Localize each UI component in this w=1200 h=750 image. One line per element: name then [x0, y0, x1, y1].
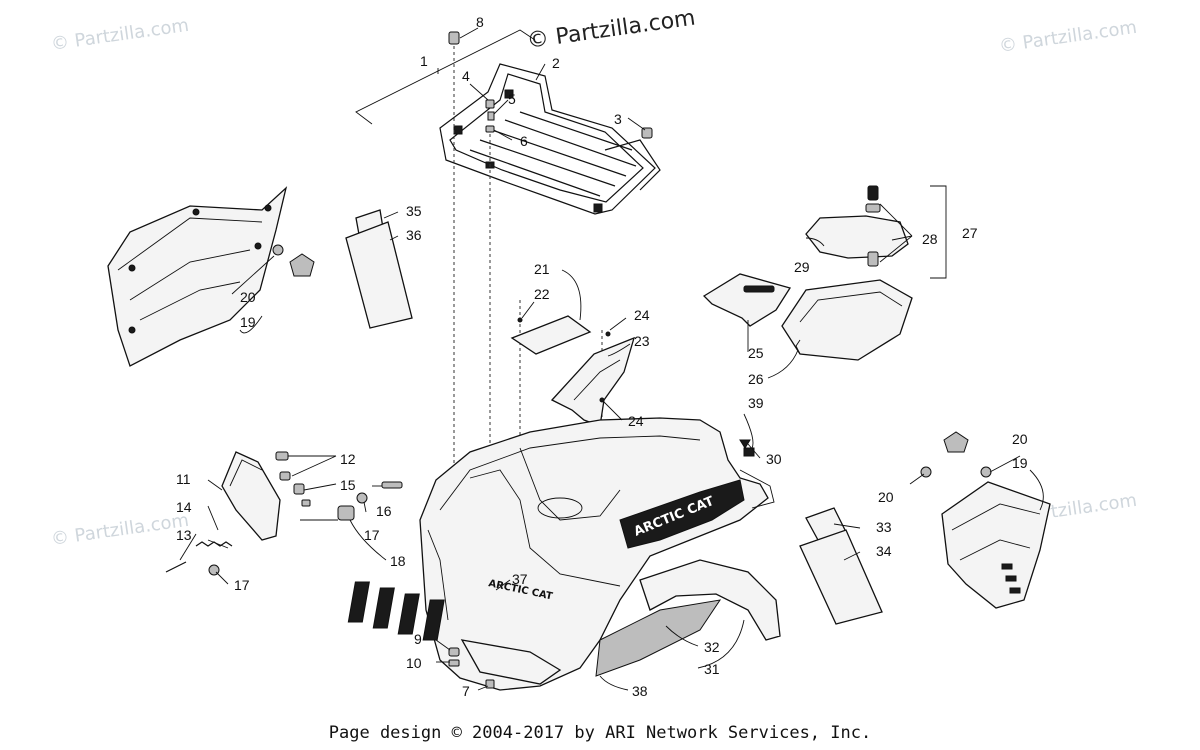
bracket-23 — [550, 331, 636, 427]
callout-37: 37 — [512, 571, 528, 587]
assembly-bracket-1 — [355, 29, 536, 125]
callout-6: 6 — [520, 133, 528, 149]
nut-right — [943, 431, 969, 453]
watermark-main: © Partzilla.com — [525, 6, 697, 54]
callout-31: 31 — [704, 661, 720, 677]
callout-27: 27 — [962, 225, 978, 241]
callout-7: 7 — [462, 683, 470, 699]
left-side-panel — [107, 186, 315, 367]
callout-30: 30 — [766, 451, 782, 467]
callout-15: 15 — [340, 477, 356, 493]
callout-33: 33 — [876, 519, 892, 535]
callout-14: 14 — [176, 499, 192, 515]
callout-18: 18 — [390, 553, 406, 569]
callout-3: 3 — [614, 111, 622, 127]
washer-10 — [448, 659, 460, 667]
nut-9 — [448, 647, 460, 657]
watermark-top-left: © Partzilla.com — [50, 15, 190, 55]
front-grille — [347, 581, 445, 641]
callout-17b: 17 — [234, 577, 250, 593]
rack-hardware — [448, 31, 653, 139]
callout-21: 21 — [534, 261, 550, 277]
callout-9: 9 — [414, 631, 422, 647]
decal-33-34 — [799, 507, 883, 625]
callout-17a: 17 — [364, 527, 380, 543]
clip-39 — [743, 447, 755, 457]
callout-28: 28 — [922, 231, 938, 247]
callout-labels: 8 1 2 4 5 3 6 35 36 21 22 24 23 24 27 28… — [176, 14, 1028, 699]
storage-box-26 — [781, 279, 913, 361]
latch-assembly — [805, 185, 947, 279]
callout-22: 22 — [534, 286, 550, 302]
screw-12a — [275, 451, 289, 461]
bushing-5 — [487, 111, 495, 121]
right-side-panel — [920, 431, 1051, 609]
washer-4 — [485, 99, 495, 109]
callout-4: 4 — [462, 68, 470, 84]
cover-plate-21 — [510, 315, 592, 355]
nut-15 — [293, 483, 305, 495]
callout-12: 12 — [340, 451, 356, 467]
front-rack — [439, 63, 661, 215]
callout-38: 38 — [632, 683, 648, 699]
page-footer: Page design © 2004-2017 by ARI Network S… — [329, 723, 871, 743]
callout-19-right: 19 — [1012, 455, 1028, 471]
callout-20-left: 20 — [240, 289, 256, 305]
grommet-right-20 — [980, 466, 992, 478]
grommet-left-20 — [272, 244, 284, 256]
lower-decal — [595, 599, 722, 677]
callout-11: 11 — [176, 471, 191, 487]
callout-26: 26 — [748, 371, 764, 387]
callout-34: 34 — [876, 543, 892, 559]
right-fender-arch — [639, 559, 781, 641]
side-decal — [619, 479, 745, 549]
washer-6 — [485, 125, 495, 133]
pin-13 — [165, 561, 187, 573]
cap-screw-8 — [448, 31, 460, 45]
callout-19-left: 19 — [240, 314, 256, 330]
screw-12b — [279, 471, 291, 481]
callout-23: 23 — [634, 333, 650, 349]
callout-16: 16 — [376, 503, 392, 519]
callout-2: 2 — [552, 55, 560, 71]
callout-35: 35 — [406, 203, 422, 219]
callout-25: 25 — [748, 345, 764, 361]
bolt-16 — [381, 481, 403, 489]
callout-24b: 24 — [628, 413, 644, 429]
callout-5: 5 — [508, 91, 516, 107]
callout-10: 10 — [406, 655, 422, 671]
nut-left — [289, 253, 315, 277]
callout-29: 29 — [794, 259, 810, 275]
bushing-18 — [337, 505, 355, 521]
watermark-top-right: © Partzilla.com — [998, 17, 1138, 57]
washer-17 — [356, 492, 368, 504]
headlight-opening — [460, 639, 562, 685]
callout-24a: 24 — [634, 307, 650, 323]
decal-35-36 — [345, 209, 413, 329]
nut-3 — [641, 127, 653, 139]
callout-32: 32 — [704, 639, 720, 655]
screw-30 — [739, 439, 751, 449]
leader-lines — [179, 27, 1044, 691]
storage-lid-25 — [702, 273, 792, 327]
callout-13: 13 — [176, 527, 192, 543]
callout-36: 36 — [406, 227, 422, 243]
left-reflector-assembly — [165, 451, 403, 576]
callout-8: 8 — [476, 14, 484, 30]
callout-39: 39 — [748, 395, 764, 411]
callout-20-right-top: 20 — [1012, 431, 1028, 447]
callout-20-right-bottom: 20 — [878, 489, 894, 505]
callout-1: 1 — [420, 53, 428, 69]
watermark-mid-left: © Partzilla.com — [50, 510, 190, 550]
front-fender: ARCTIC CAT ARCTIC CAT — [347, 417, 781, 691]
